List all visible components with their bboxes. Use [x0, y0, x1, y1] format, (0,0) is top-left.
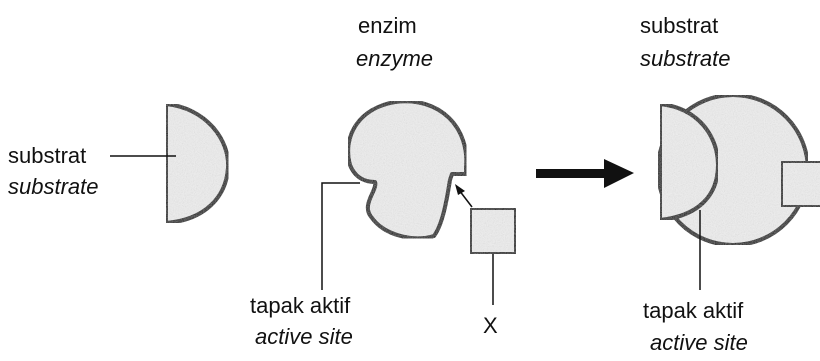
product-square: [779, 159, 820, 209]
active-site-left-leader-line: [321, 182, 360, 290]
substrate-left-label-en: substrate: [8, 174, 99, 199]
substrate-shape-left: [164, 101, 231, 226]
enzyme-label-en: enzyme: [356, 46, 433, 71]
molecule-x-square: [468, 206, 518, 256]
active-site-right-label-en: active site: [650, 330, 748, 355]
substrate-shape-right: [658, 101, 721, 223]
substrate-right-label-en: substrate: [640, 46, 731, 71]
substrate-right-label-ms: substrat: [640, 13, 718, 38]
enzyme-shape: [346, 99, 469, 241]
substrate-left-label-ms: substrat: [8, 143, 86, 168]
active-site-left-label-en: active site: [255, 324, 353, 349]
molecule-x-label: X: [483, 313, 498, 338]
x-to-active-site-arrowhead: [455, 184, 465, 195]
active-site-left-label-ms: tapak aktif: [250, 293, 351, 318]
enzyme-label-ms: enzim: [358, 13, 417, 38]
active-site-right-label-ms: tapak aktif: [643, 298, 744, 323]
right-arrow-icon: [536, 159, 634, 188]
